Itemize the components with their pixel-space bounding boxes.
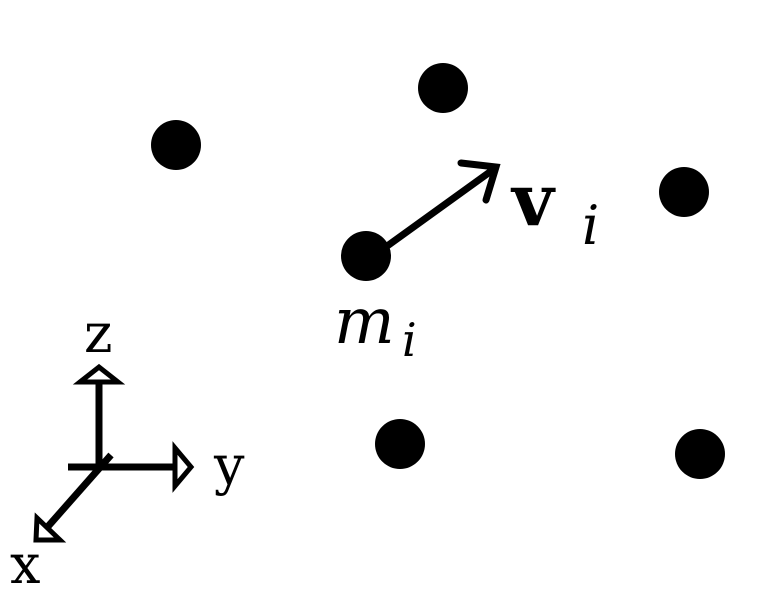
particle [418,63,468,113]
coordinate-axes: z y x [10,302,245,596]
z-axis-label: z [84,302,112,365]
x-axis-arrowhead [33,512,67,543]
y-axis-arrowhead [172,441,195,493]
particle [659,167,709,217]
x-axis-line [41,452,114,534]
velocity-arrow [379,159,501,253]
particle [675,429,725,479]
particle-i [341,231,391,281]
z-axis-arrowhead [72,363,126,385]
particle [375,419,425,469]
velocity-label: v i [510,157,599,257]
y-axis-label: y [213,434,245,497]
mass-label: m i [334,285,417,367]
x-axis-label: x [10,533,40,596]
particle [151,120,201,170]
